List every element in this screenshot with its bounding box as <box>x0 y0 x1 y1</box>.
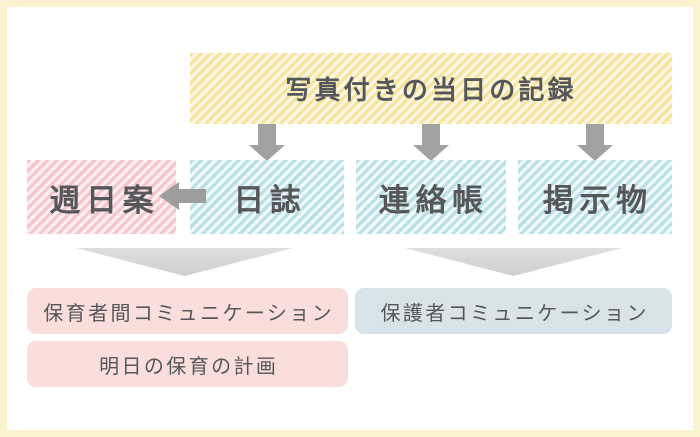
down-arrow-icon <box>577 124 613 161</box>
contact-book-label: 連絡帳 <box>378 182 489 218</box>
bulletin-label: 掲示物 <box>542 182 653 218</box>
caregiver-communication-box: 保育者間コミュニケーション <box>27 288 348 334</box>
bulletin-box: 掲示物 <box>518 160 672 234</box>
parent-communication-box: 保護者コミュニケーション <box>355 288 672 334</box>
caregiver-communication-label: 保育者間コミュニケーション <box>43 302 335 325</box>
left-arrow-shaft <box>179 189 206 203</box>
daily-record-label: 写真付きの当日の記録 <box>285 75 577 105</box>
down-arrow-head <box>577 145 613 161</box>
left-arrow-head <box>159 182 179 210</box>
down-arrow-icon <box>249 124 285 161</box>
left-arrow-icon <box>159 182 206 210</box>
tomorrow-plan-box: 明日の保育の計画 <box>27 341 348 387</box>
parent-communication-label: 保護者コミュニケーション <box>380 302 649 325</box>
down-arrow-head <box>413 145 449 161</box>
weekly-plan-label: 週日案 <box>49 182 160 218</box>
down-arrow-shaft <box>258 124 276 145</box>
down-arrow-shaft <box>422 124 440 145</box>
tomorrow-plan-label: 明日の保育の計画 <box>99 355 279 378</box>
down-arrow-shaft <box>586 124 604 145</box>
daily-record-box: 写真付きの当日の記録 <box>190 53 672 124</box>
diary-label: 日誌 <box>233 182 307 218</box>
contact-book-box: 連絡帳 <box>356 160 506 234</box>
down-arrow-head <box>249 145 285 161</box>
weekly-plan-box: 週日案 <box>27 160 176 234</box>
diary-box: 日誌 <box>190 160 344 234</box>
down-arrow-icon <box>413 124 449 161</box>
